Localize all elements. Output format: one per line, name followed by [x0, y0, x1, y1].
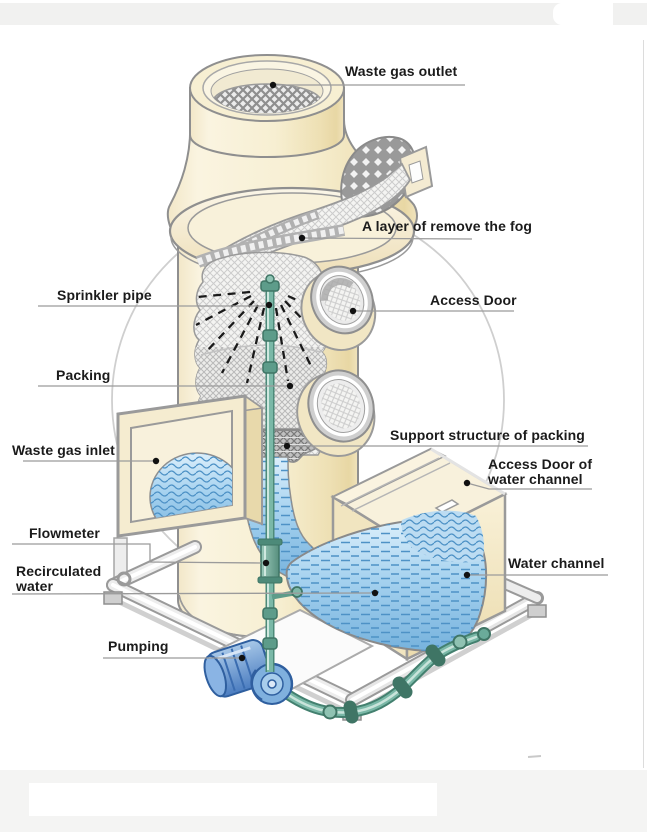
label-waste-gas-inlet: Waste gas inlet — [12, 442, 115, 458]
pipe-coupling — [262, 637, 278, 650]
label-recirculated-line1: Recirculated — [16, 563, 102, 579]
pipe-nozzle — [477, 627, 491, 641]
label-fog-layer: A layer of remove the fog — [362, 218, 533, 234]
leader-dots — [152, 81, 471, 662]
frame-foot — [103, 591, 123, 605]
pipe-coupling — [262, 607, 278, 620]
pipe-coupling — [262, 361, 278, 374]
pipe-joint — [322, 704, 338, 720]
right-border-line — [643, 40, 644, 768]
pipe-couplings — [343, 644, 446, 724]
lifting-eye — [116, 571, 132, 587]
top-band — [0, 3, 647, 25]
top-band-white-patch — [553, 3, 613, 25]
label-access-door-water-line1: Access Door of — [488, 456, 593, 472]
pipe-joint — [452, 634, 468, 650]
access-door-lower — [296, 369, 376, 458]
waste-gas-inlet-duct — [116, 394, 264, 538]
bottom-band — [0, 770, 647, 832]
basin-water — [285, 510, 488, 653]
lid-handle — [434, 499, 460, 513]
label-access-door-water-channel: Access Door of water channel — [488, 457, 592, 487]
label-recirculated-line2: water — [16, 577, 54, 594]
label-water-channel: Water channel — [508, 555, 605, 571]
leader-lines — [11, 84, 608, 659]
label-flowmeter: Flowmeter — [29, 525, 100, 541]
artifact-dash — [527, 755, 542, 758]
pipe-coupling — [262, 329, 278, 342]
frame-foot — [527, 604, 547, 618]
label-access-door-water-line2: water channel — [488, 470, 583, 487]
pump — [203, 639, 294, 705]
label-packing: Packing — [56, 367, 111, 383]
label-support-structure: Support structure of packing — [390, 427, 585, 443]
sprinkler-pipe-assembly — [257, 274, 303, 672]
label-waste-gas-outlet: Waste gas outlet — [345, 63, 458, 79]
valve-knob — [291, 586, 303, 598]
label-sprinkler-pipe: Sprinkler pipe — [57, 287, 152, 303]
recirculation-piping — [278, 627, 491, 724]
label-access-door: Access Door — [430, 292, 517, 308]
label-pumping: Pumping — [108, 638, 169, 654]
label-recirculated-water: Recirculated water — [16, 564, 101, 594]
bottom-white-box — [29, 783, 437, 816]
